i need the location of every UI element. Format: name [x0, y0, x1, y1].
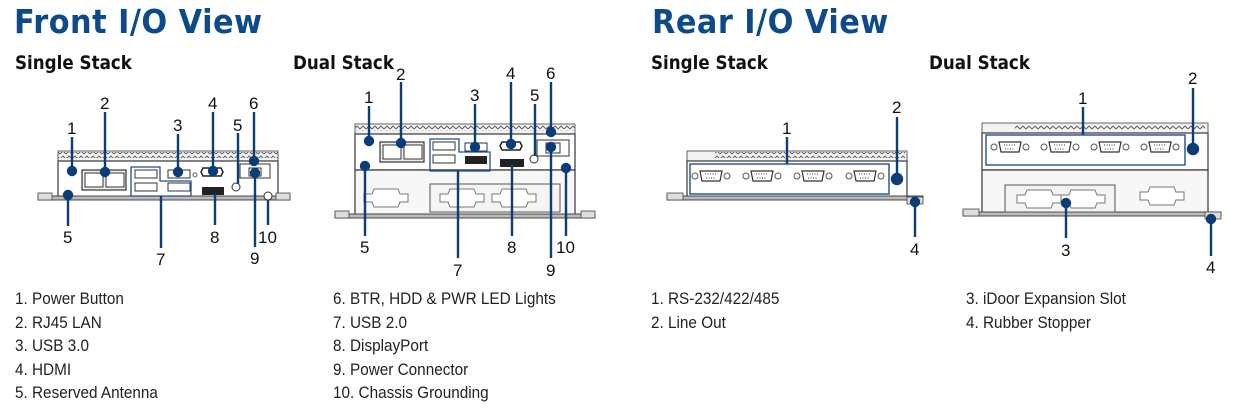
rear-dual-callouts — [1060, 88, 1217, 256]
callout-8: 8 — [210, 228, 219, 247]
callout-10: 10 — [258, 228, 277, 247]
front-dual-numbers: 1 2 3 4 5 6 5 7 8 9 10 — [360, 64, 575, 280]
callout-4: 4 — [910, 240, 919, 259]
rear-single-stack-label: Single Stack — [651, 52, 768, 74]
front-io-title: Front I/O View — [14, 2, 263, 41]
legend-item: 3. iDoor Expansion Slot — [966, 289, 1126, 308]
legend-item: 4. Rubber Stopper — [966, 312, 1092, 332]
callout-8: 8 — [507, 238, 516, 257]
rear-legend-col2: 3. iDoor Expansion Slot 4. Rubber Stoppe… — [966, 287, 1126, 334]
legend-item: 2. Line Out — [651, 312, 726, 332]
front-single-stack-label: Single Stack — [15, 52, 132, 74]
rear-single-device — [666, 150, 924, 205]
callout-2: 2 — [1188, 69, 1197, 88]
rear-dual-numbers: 1 2 3 4 — [1061, 69, 1215, 277]
callout-5: 5 — [530, 86, 539, 105]
callout-4: 4 — [506, 64, 515, 83]
callout-6: 6 — [249, 94, 258, 113]
legend-item: 3. USB 3.0 — [15, 336, 89, 355]
callout-5: 5 — [63, 228, 72, 247]
rear-single-numbers: 1 2 4 — [782, 98, 919, 259]
callout-7: 7 — [156, 250, 165, 269]
front-legend-col2: 6. BTR, HDD & PWR LED Lights 7. USB 2.0 … — [333, 287, 556, 405]
callout-3: 3 — [470, 86, 479, 105]
legend-item: 9. Power Connector — [333, 359, 469, 379]
rear-dual-device — [962, 122, 1222, 220]
callout-9: 9 — [250, 249, 259, 268]
legend-item: 8. DisplayPort — [333, 336, 429, 355]
legend-item: 6. BTR, HDD & PWR LED Lights — [333, 289, 556, 308]
legend-item: 1. Power Button — [15, 289, 124, 308]
front-single-device — [37, 150, 291, 201]
callout-2: 2 — [892, 98, 901, 117]
callout-3: 3 — [173, 116, 182, 135]
callout-1: 1 — [67, 119, 76, 138]
legend-item: 10. Chassis Grounding — [333, 383, 489, 402]
callout-5: 5 — [360, 238, 369, 257]
legend-item: 1. RS-232/422/485 — [651, 289, 780, 308]
front-dual-callouts — [359, 82, 572, 258]
rear-legend-col1: 1. RS-232/422/485 2. Line Out — [651, 287, 779, 334]
rear-io-title: Rear I/O View — [652, 2, 889, 41]
legend-item: 7. USB 2.0 — [333, 312, 407, 332]
callout-9: 9 — [546, 261, 555, 280]
callout-7: 7 — [453, 261, 462, 280]
callout-5: 5 — [233, 116, 242, 135]
rear-dual-stack-label: Dual Stack — [929, 52, 1030, 74]
callout-1: 1 — [364, 88, 373, 107]
legend-item: 4. HDMI — [15, 359, 72, 379]
legend-item: 5. Reserved Antenna — [15, 383, 158, 402]
callout-6: 6 — [546, 64, 555, 83]
callout-1: 1 — [1078, 89, 1087, 108]
callout-10: 10 — [556, 238, 575, 257]
callout-2: 2 — [396, 65, 405, 84]
callout-2: 2 — [100, 94, 109, 113]
front-single-numbers: 1 2 3 4 5 6 5 7 8 9 10 — [63, 94, 277, 269]
front-dual-stack-label: Dual Stack — [293, 52, 394, 74]
front-dual-device — [334, 123, 596, 219]
front-legend-col1: 1. Power Button 2. RJ45 LAN 3. USB 3.0 4… — [15, 287, 158, 405]
callout-1: 1 — [782, 119, 791, 138]
legend-item: 2. RJ45 LAN — [15, 312, 102, 332]
rear-single-callouts — [785, 117, 921, 237]
callout-3: 3 — [1061, 241, 1070, 260]
front-single-callouts — [62, 112, 270, 248]
callout-4: 4 — [208, 94, 217, 113]
callout-4: 4 — [1206, 258, 1215, 277]
